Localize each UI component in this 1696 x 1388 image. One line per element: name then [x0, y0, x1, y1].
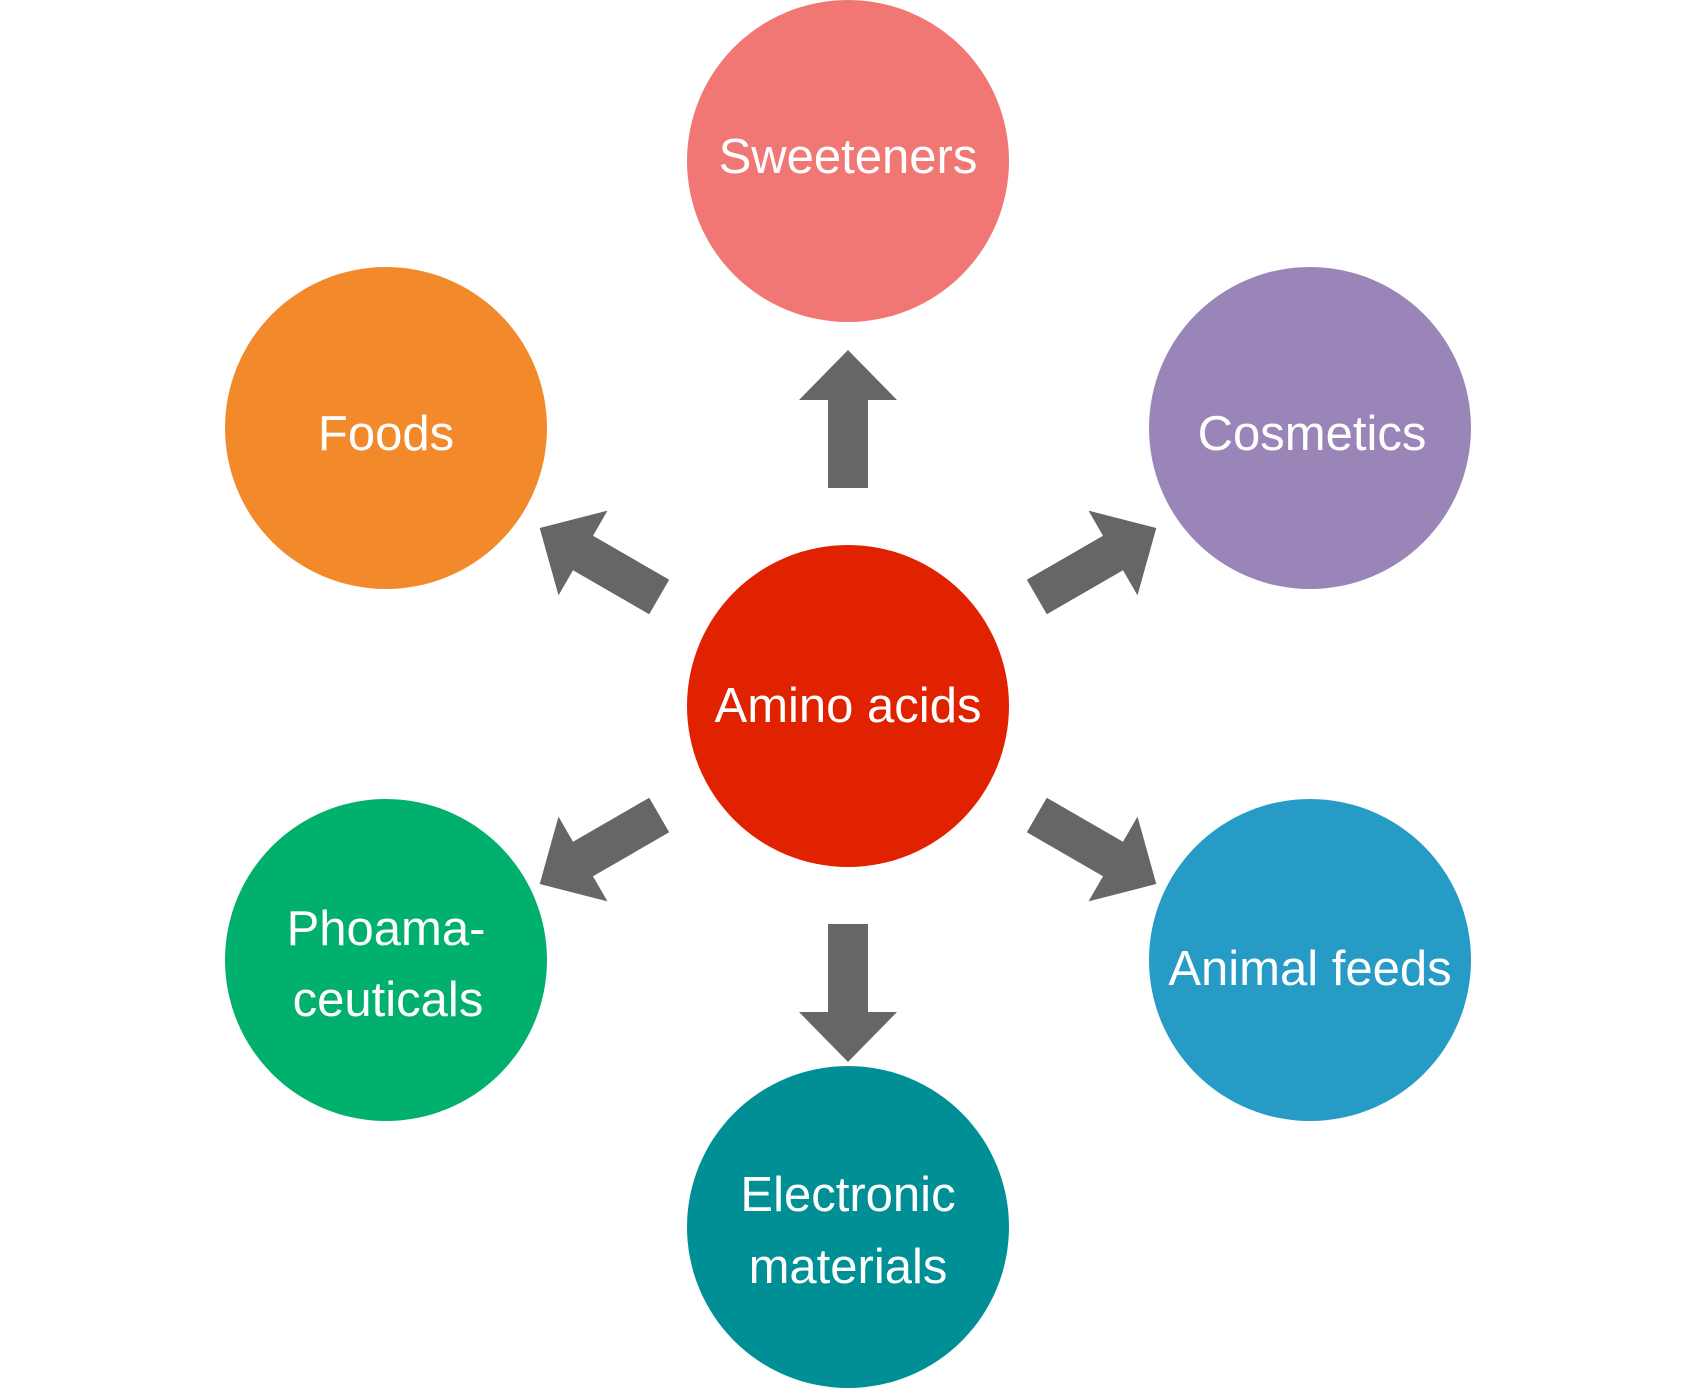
node-sweeteners: Sweeteners — [687, 0, 1009, 322]
cosmetics-circle — [1149, 267, 1471, 589]
sweeteners-label: Sweeteners — [719, 130, 978, 184]
arrows-layer — [539, 350, 1157, 1062]
arrow-to-phoamaceuticals — [539, 797, 670, 902]
node-electronic-materials: Electronic materials — [687, 1066, 1009, 1388]
arrow-to-sweeteners — [799, 350, 897, 488]
electronic-materials-label-line-2: materials — [749, 1240, 948, 1294]
node-animal-feeds: Animal feeds — [1149, 799, 1471, 1121]
electronic-materials-circle — [687, 1066, 1009, 1388]
foods-circle — [225, 267, 547, 589]
phoamaceuticals-circle — [225, 799, 547, 1121]
center-node: Amino acids — [687, 545, 1009, 867]
sweeteners-circle — [687, 0, 1009, 322]
animal-feeds-label: Animal feeds — [1168, 942, 1451, 996]
arrow-to-cosmetics — [1026, 510, 1157, 615]
foods-label: Foods — [318, 407, 454, 461]
arrow-to-foods — [539, 510, 670, 615]
node-cosmetics: Cosmetics — [1149, 267, 1471, 589]
arrow-to-electronic-materials — [799, 924, 897, 1062]
cosmetics-label: Cosmetics — [1198, 407, 1427, 461]
center-label: Amino acids — [715, 679, 982, 733]
node-foods: Foods — [225, 267, 547, 589]
arrow-to-animal-feeds — [1026, 797, 1157, 902]
node-phoamaceuticals: Phoama- ceuticals — [225, 799, 547, 1121]
phoamaceuticals-label-line-1: Phoama- — [287, 902, 486, 956]
phoamaceuticals-label-line-2: ceuticals — [293, 973, 484, 1027]
electronic-materials-label-line-1: Electronic — [740, 1168, 955, 1222]
center-circle — [687, 545, 1009, 867]
animal-feeds-circle — [1149, 799, 1471, 1121]
